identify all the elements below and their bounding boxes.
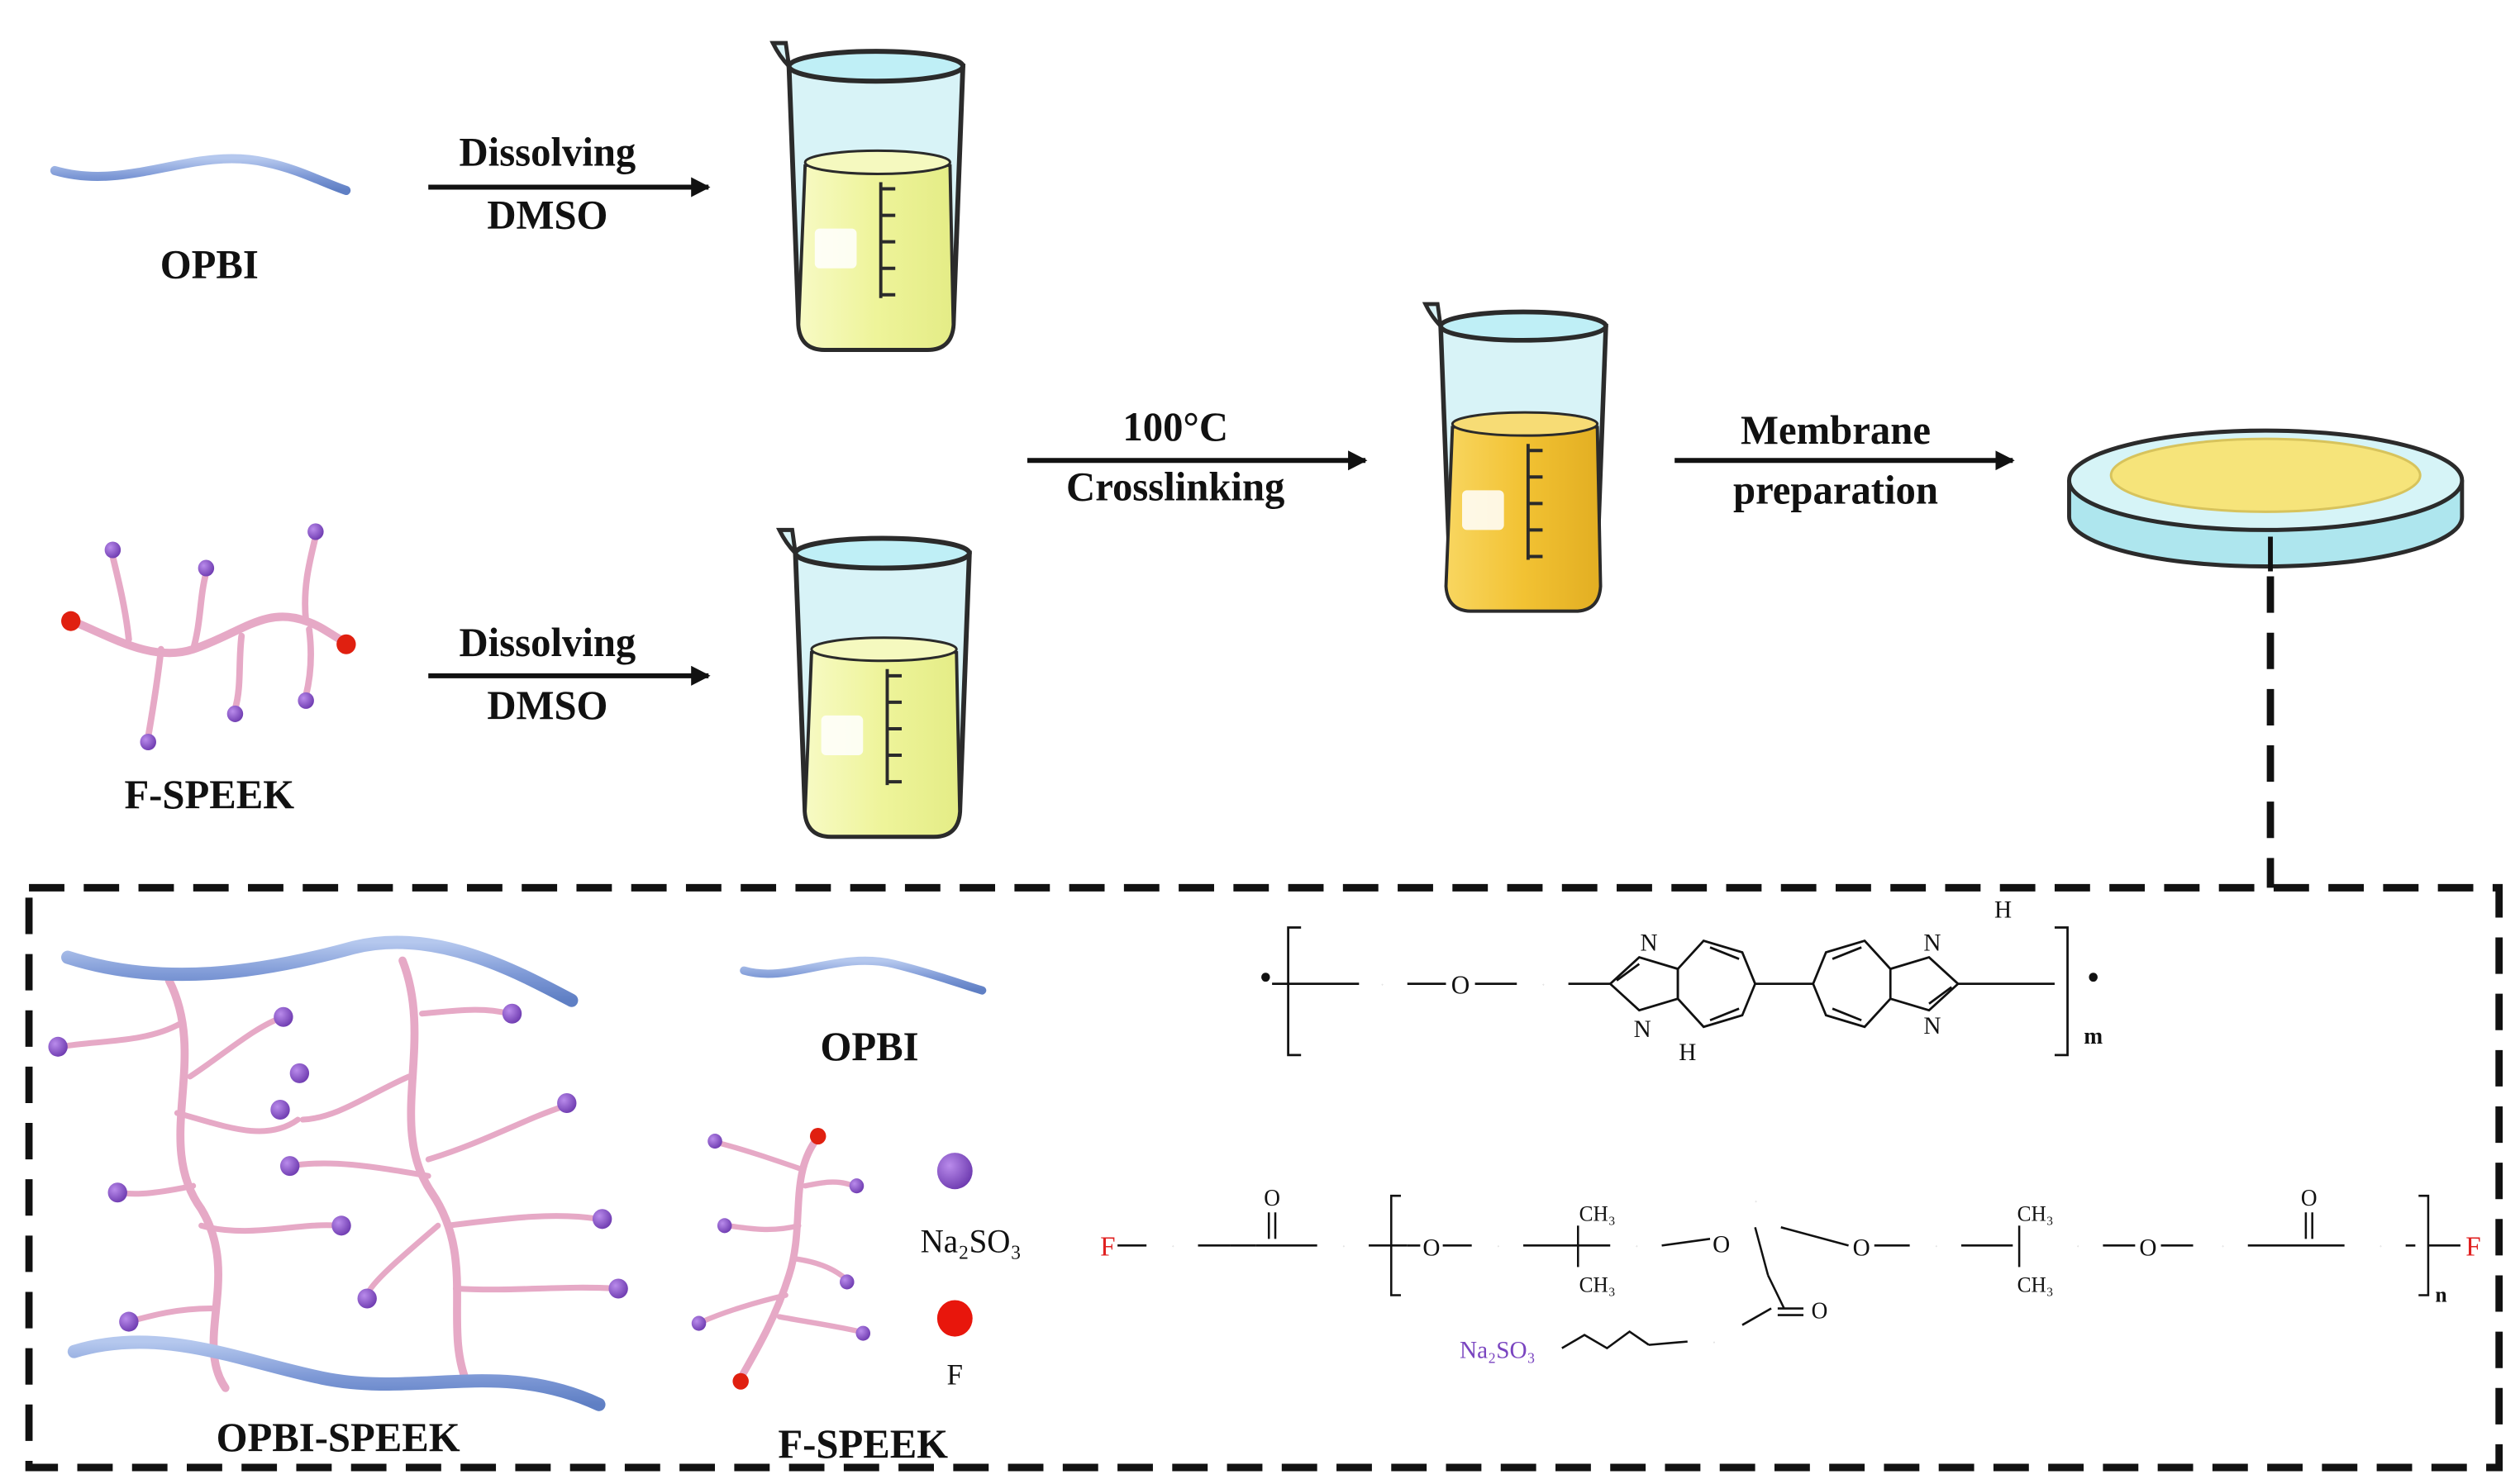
speek-keto1-label: O [1264, 1185, 1280, 1211]
membrane-label: Membrane [1741, 407, 1931, 454]
speek-ch3-4-label: CH₃ [2017, 1272, 2054, 1296]
petri-dish-icon [2067, 428, 2465, 572]
dmso-label-2: DMSO [487, 682, 607, 728]
beaker-icon [773, 43, 963, 350]
opbi-n2-label: N [1634, 1015, 1651, 1042]
detail-frame [25, 883, 2503, 1472]
opbi-structure [1261, 926, 2098, 1057]
sulfonate-dot-icon [936, 1153, 973, 1190]
speek-structure [1117, 1194, 2460, 1350]
legend-fspeek-label: F-SPEEK [778, 1420, 948, 1467]
speek-repeat-label: n [2435, 1282, 2446, 1306]
opbi-label: OPBI [160, 241, 259, 288]
speek-o2-label: O [1713, 1231, 1730, 1258]
speek-sidechain-label: Na₂SO₃ [1460, 1337, 1536, 1363]
temperature-label: 100°C [1122, 404, 1228, 450]
dissolving-label-1: Dissolving [460, 129, 636, 175]
opbi-h1-label: H [1679, 1039, 1696, 1066]
beaker-icon [779, 530, 969, 836]
preparation-label: preparation [1733, 467, 1938, 513]
beaker-icon [1426, 304, 1606, 613]
fluorine-dot-icon [936, 1300, 973, 1337]
speek-keto3-label: O [2301, 1185, 2318, 1211]
speek-chain-icon [691, 1128, 871, 1390]
opbi-o-label: O [1451, 970, 1470, 999]
speek-o3-label: O [1853, 1234, 1870, 1261]
speek-chain-icon [61, 523, 356, 751]
speek-ch3-1-label: CH₃ [1579, 1201, 1616, 1225]
opbi-chain-icon [50, 154, 351, 196]
opbi-chain-icon [740, 956, 987, 995]
fspeek-label: F-SPEEK [124, 772, 294, 818]
network-label: OPBI-SPEEK [217, 1414, 461, 1460]
opbi-n4-label: N [1923, 1012, 1941, 1039]
dissolving-label-2: Dissolving [460, 619, 636, 665]
legend-f-label: F [947, 1358, 963, 1391]
opbi-repeat-label: m [2084, 1022, 2103, 1048]
speek-o1-label: O [1422, 1234, 1440, 1261]
speek-ch3-3-label: CH₃ [2017, 1201, 2054, 1225]
legend-na-label: Na₂SO₃ [921, 1223, 1022, 1260]
opbi-h2-label: H [1994, 897, 2012, 923]
opbi-n3-label: N [1923, 930, 1941, 956]
speek-f-left-label: F [1100, 1231, 1115, 1263]
opbi-n1-label: N [1640, 930, 1657, 956]
legend-opbi-label: OPBI [821, 1023, 919, 1069]
speek-structure-labels: F O O CH₃ CH₃ O O O CH₃ CH₃ O O F n Na₂S… [1100, 1185, 2481, 1364]
speek-f-right-label: F [2465, 1231, 2480, 1263]
opbi-structure-labels: O N N H N H N m [1451, 897, 2103, 1066]
speek-o4-label: O [2139, 1234, 2156, 1261]
dmso-label-1: DMSO [487, 192, 607, 238]
crosslinked-network-illustration [48, 935, 628, 1411]
crosslinking-label: Crosslinking [1066, 464, 1285, 510]
speek-keto2-label: O [1812, 1297, 1828, 1323]
speek-ch3-2-label: CH₃ [1579, 1272, 1616, 1296]
